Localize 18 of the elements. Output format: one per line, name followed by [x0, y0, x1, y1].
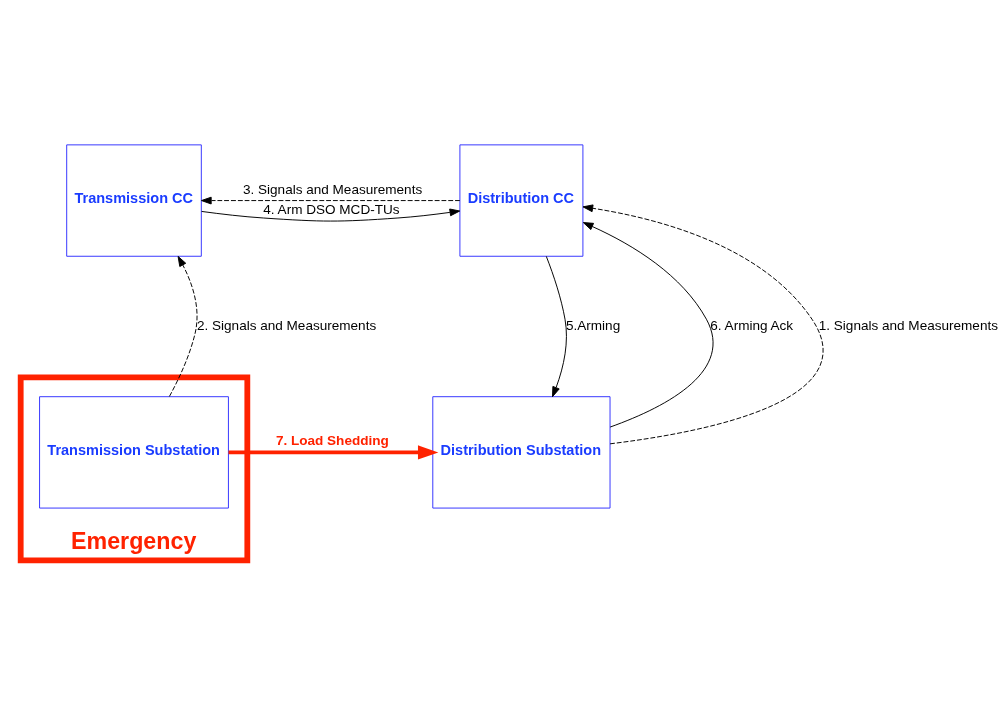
- edge-label: 7. Load Shedding: [275, 432, 389, 448]
- node-box: Distribution CC: [459, 144, 584, 257]
- arrow: [582, 222, 714, 428]
- edge-label: 5.Arming: [565, 318, 621, 334]
- node-box: Transmission Substation: [39, 396, 229, 509]
- edge-label: 1. Signals and Measurements: [818, 318, 998, 334]
- edge-label: 6. Arming Ack: [710, 318, 794, 334]
- arrow: [168, 255, 198, 397]
- arrow: [582, 204, 824, 445]
- edge-label: 2. Signals and Measurements: [196, 318, 377, 334]
- arrow: [228, 445, 439, 460]
- arrow: [201, 196, 461, 205]
- arrow: [201, 208, 461, 222]
- arrow: [545, 255, 567, 398]
- edge-label: 3. Signals and Measurements: [242, 181, 423, 197]
- edge-label: 4. Arm DSO MCD-TUs: [263, 202, 400, 218]
- node-box: Distribution Substation: [432, 396, 611, 509]
- node-box: Transmission CC: [66, 144, 202, 257]
